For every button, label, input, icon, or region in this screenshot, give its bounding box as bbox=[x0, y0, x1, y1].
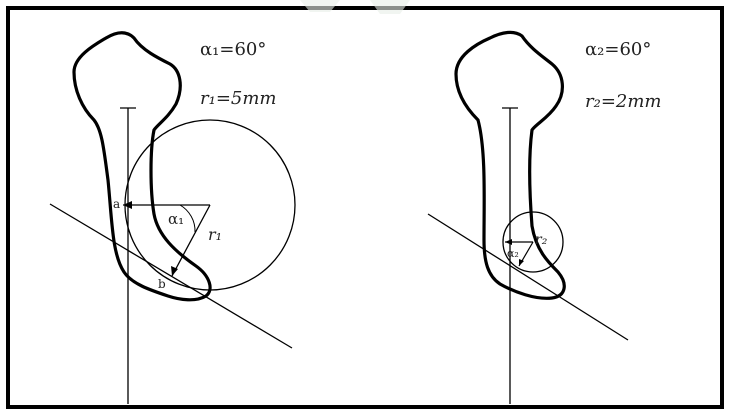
left-point-b: b bbox=[158, 277, 166, 291]
right-alpha-mark: α₂ bbox=[507, 247, 519, 260]
right-arrow-b bbox=[519, 259, 524, 266]
left-radius-b bbox=[171, 204, 211, 277]
left-r-mark: r₁ bbox=[208, 225, 222, 244]
left-radius-label: r₁=5mm bbox=[200, 88, 277, 109]
left-arrow-a bbox=[123, 201, 132, 209]
right-canal bbox=[502, 107, 518, 404]
left-labels: α₁=60° r₁=5mm a b α₁ r₁ bbox=[113, 39, 277, 291]
right-radius-label: r₂=2mm bbox=[585, 91, 662, 112]
left-tangent-line bbox=[49, 203, 293, 349]
right-r-mark: r₂ bbox=[535, 232, 548, 248]
left-panel bbox=[49, 31, 296, 404]
left-angle-label: α₁=60° bbox=[200, 39, 266, 60]
left-tooth-outline bbox=[72, 31, 212, 302]
left-arrow-b bbox=[171, 266, 178, 276]
left-point-a: a bbox=[113, 197, 120, 211]
watermark bbox=[300, 0, 410, 14]
left-canal bbox=[120, 107, 136, 404]
right-arrow-a bbox=[505, 239, 512, 245]
right-tooth-outline bbox=[454, 30, 566, 300]
right-tangent-line bbox=[427, 213, 629, 341]
right-labels: α₂=60° r₂=2mm α₂ r₂ bbox=[507, 39, 662, 260]
left-angle-arc bbox=[179, 204, 196, 233]
right-panel bbox=[427, 30, 629, 404]
left-alpha-mark: α₁ bbox=[168, 210, 184, 228]
right-angle-label: α₂=60° bbox=[585, 39, 651, 60]
right-circle bbox=[502, 211, 564, 273]
